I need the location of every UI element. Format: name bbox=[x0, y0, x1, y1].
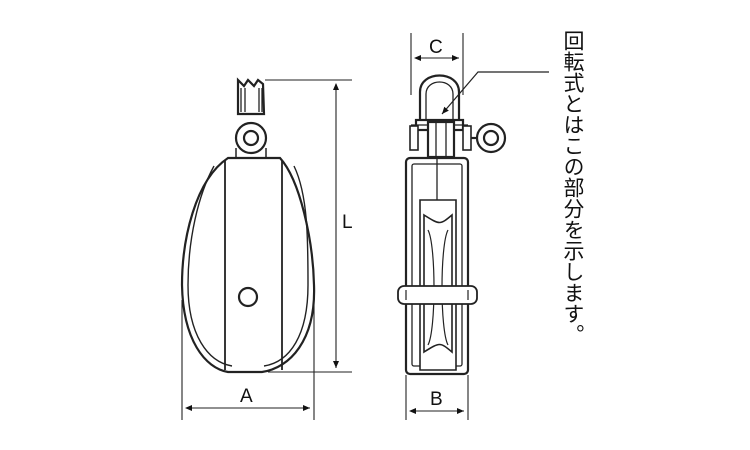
axle-hole bbox=[237, 286, 259, 308]
dimension-l bbox=[265, 79, 352, 373]
side-eye-ring bbox=[471, 122, 507, 154]
block-body bbox=[180, 156, 316, 374]
swivel-shank bbox=[236, 77, 266, 116]
dimension-b-label: B bbox=[430, 389, 443, 410]
dimension-a-label: A bbox=[240, 386, 253, 407]
dimension-a bbox=[181, 300, 315, 420]
axle-pin bbox=[397, 285, 478, 305]
dimension-c-label: C bbox=[429, 37, 443, 58]
front-view bbox=[180, 77, 316, 374]
dimension-c bbox=[410, 33, 464, 95]
sheave bbox=[419, 199, 457, 371]
eye-ring bbox=[234, 121, 268, 160]
side-view bbox=[397, 74, 507, 376]
swivel-note: 回転式とはこの部分を示します。 bbox=[561, 30, 585, 345]
swivel-collar bbox=[409, 120, 472, 159]
dimension-b bbox=[405, 375, 469, 420]
dimension-l-label: L bbox=[342, 212, 353, 233]
leader-arrow bbox=[441, 71, 549, 115]
